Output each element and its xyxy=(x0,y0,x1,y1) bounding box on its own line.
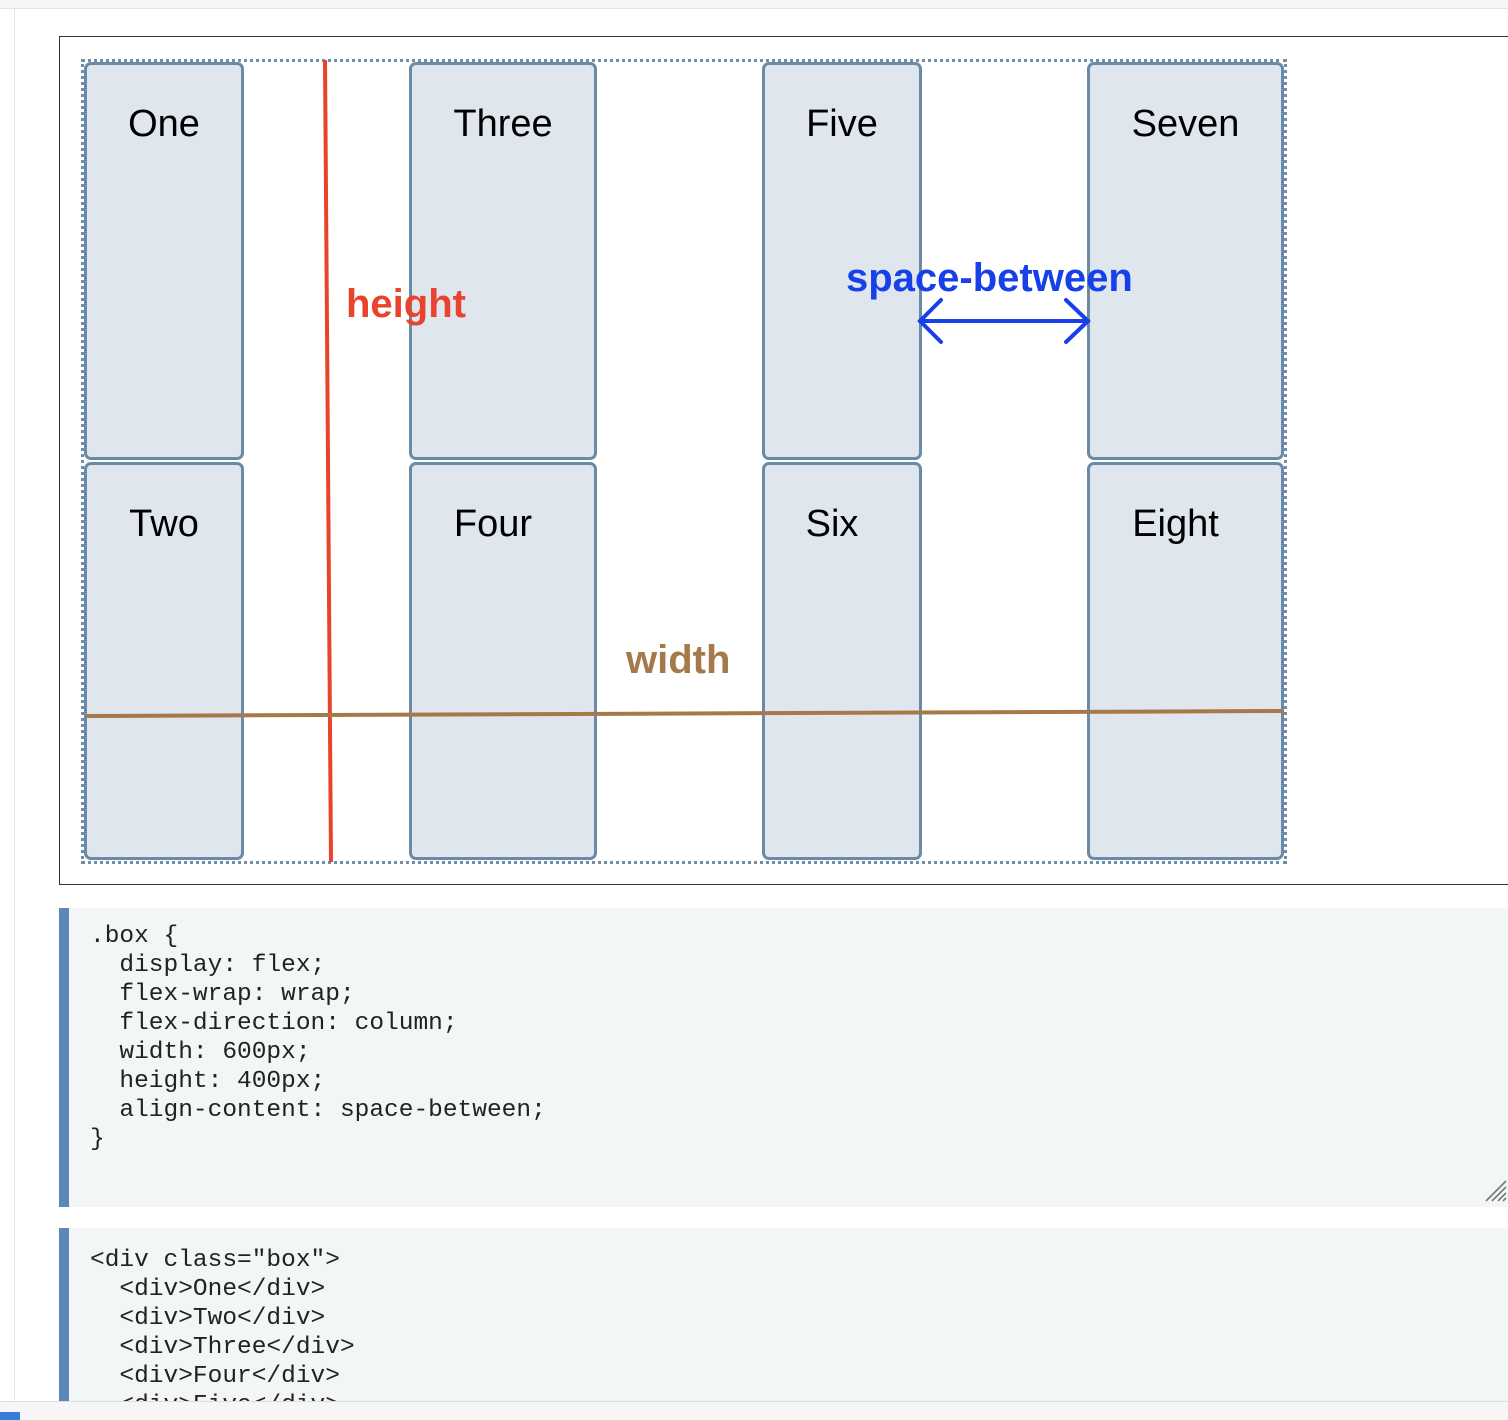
flex-item-four: Four xyxy=(409,462,597,860)
flex-item-one: One xyxy=(84,62,244,460)
code-line: flex-direction: column; xyxy=(90,1010,458,1037)
code-line: align-content: space-between; xyxy=(90,1097,546,1124)
code-line: <div>One</div> xyxy=(90,1276,326,1303)
flex-item-seven: Seven xyxy=(1087,62,1284,460)
code-line: <div>Five</div> xyxy=(90,1391,1508,1401)
left-gutter-line xyxy=(14,9,15,1401)
code-line: flex-wrap: wrap; xyxy=(90,981,355,1008)
code-line: <div>Three</div> xyxy=(90,1334,355,1361)
code-line: height: 400px; xyxy=(90,1068,326,1095)
bottom-accent-marker xyxy=(0,1412,20,1420)
code-line: width: 600px; xyxy=(90,1039,311,1066)
css-code-editor[interactable]: .box { display: flex; flex-wrap: wrap; f… xyxy=(59,908,1508,1207)
resize-grip-icon[interactable] xyxy=(1482,1177,1508,1203)
code-line: } xyxy=(90,1126,105,1153)
code-line: <div>Two</div> xyxy=(90,1305,326,1332)
html-code-editor[interactable]: <div class="box"> <div>One</div> <div>Tw… xyxy=(59,1228,1508,1401)
height-annotation-label: height xyxy=(346,282,466,326)
width-annotation-label: width xyxy=(626,638,731,682)
code-line: <div class="box"> xyxy=(90,1247,340,1274)
flex-item-five: Five xyxy=(762,62,922,460)
flex-container-box xyxy=(81,59,1287,864)
space-between-annotation-label: space-between xyxy=(846,256,1133,300)
flex-item-eight: Eight xyxy=(1087,462,1284,860)
code-line: <div>Four</div> xyxy=(90,1363,340,1390)
flex-item-three: Three xyxy=(409,62,597,460)
bottom-status-bar xyxy=(0,1401,1508,1420)
code-line: .box { xyxy=(90,923,179,950)
top-border xyxy=(0,0,1508,9)
flex-item-six: Six xyxy=(762,462,922,860)
code-line: display: flex; xyxy=(90,952,326,979)
flex-item-two: Two xyxy=(84,462,244,860)
